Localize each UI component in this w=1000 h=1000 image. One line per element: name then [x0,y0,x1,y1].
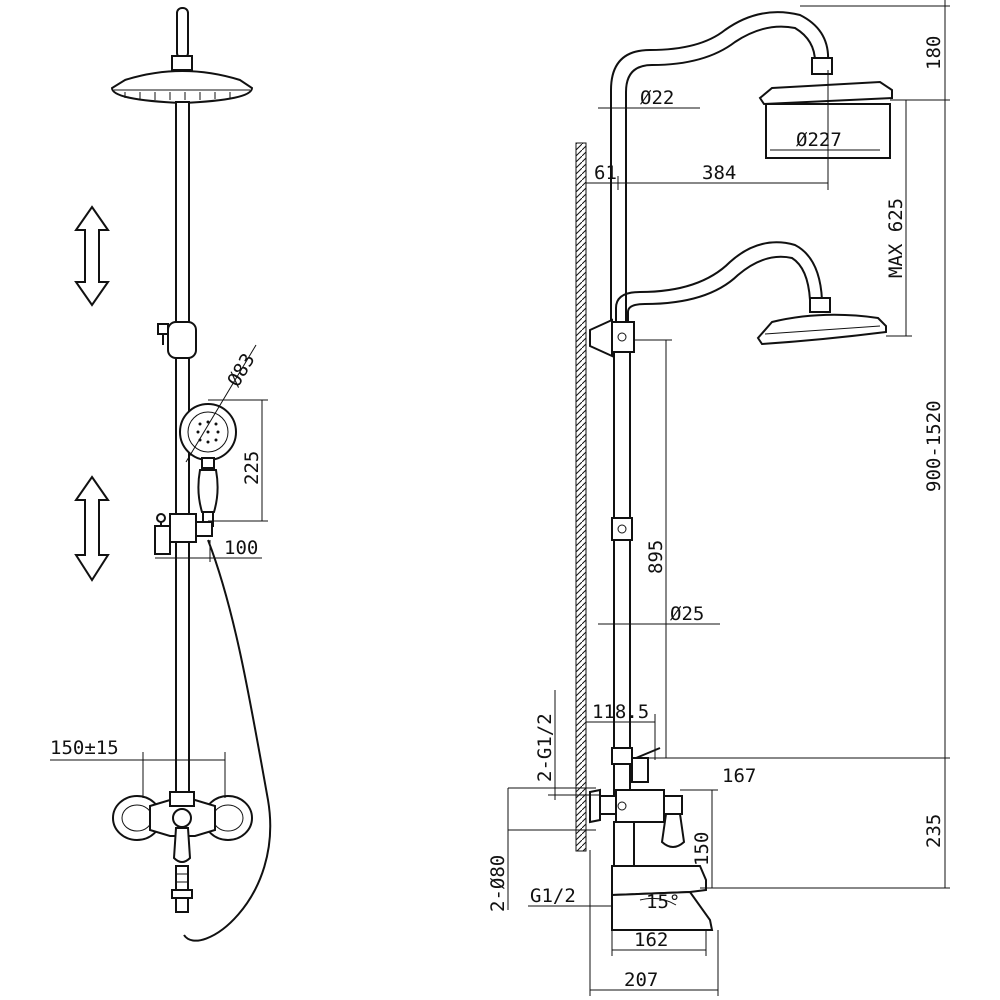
dim-depth-valve: 118.5 [592,701,649,723]
dim-thread-bottom: G1/2 [530,885,576,907]
front-upper-bracket [157,321,197,359]
front-hand-shower [179,403,237,527]
dim-spout-drop: 150 [691,832,713,866]
dim-riser-length: 895 [645,540,667,574]
side-spout [611,865,714,931]
wall-section [575,142,587,852]
side-mixer [589,788,686,867]
front-adjust-arrow-lower [74,475,110,582]
dim-spout-angle: 15° [646,891,680,913]
side-view: Ø22 180 Ø227 61 384 MAX 625 900-1520 895… [487,0,950,996]
dim-valve-height: 235 [923,814,945,848]
dim-head-height: 180 [923,36,945,70]
upper-shower-arm-inner [625,25,816,332]
lower-shower-arm-inner [627,255,811,328]
dim-flange-diameter: 2-Ø80 [487,855,509,912]
lower-rain-head [756,297,887,346]
dim-arm-reach: 384 [702,162,736,184]
dim-wall-offset: 61 [594,162,617,184]
dim-hand-length: 225 [241,451,263,485]
dim-total-height: 900-1520 [923,400,945,492]
dim-spread: 150±15 [50,737,119,759]
front-adjust-arrow-upper [74,205,110,307]
lower-shower-arm-outer [615,241,823,332]
side-riser [613,339,631,751]
front-top-pipe [176,7,189,59]
dim-head-diameter: Ø227 [796,129,842,151]
dim-hand-diameter: Ø83 [223,350,259,391]
front-slide-holder [154,513,213,555]
dim-max-adjust: MAX 625 [885,198,907,278]
front-view: 150±15 Ø83 225 100 [50,7,272,942]
front-rain-head [110,55,254,105]
dim-valve-level: 167 [722,765,756,787]
dim-holder-offset: 100 [224,537,258,559]
side-diverter [611,747,661,795]
front-hose [183,539,272,942]
dim-top-diameter: Ø22 [640,87,674,109]
upper-shower-arm-outer [610,11,830,332]
dim-thread-top: 2-G1/2 [534,713,556,782]
dim-spout-reach: 162 [634,929,668,951]
dim-total-depth: 207 [624,969,658,991]
side-slide-holder [611,517,633,541]
dim-rail-diameter: Ø25 [670,603,704,625]
side-upper-bracket [589,318,635,358]
front-mixer-valve [112,791,253,913]
